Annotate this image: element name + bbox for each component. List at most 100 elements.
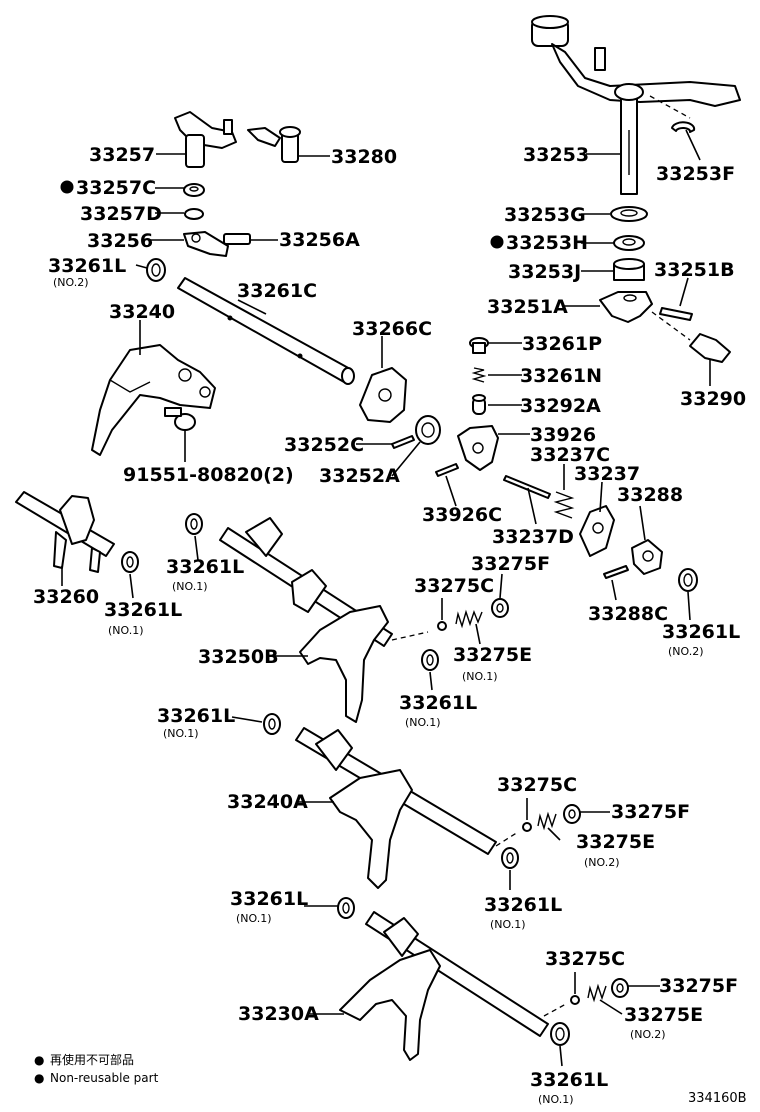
- label-33292A: 33292A: [520, 395, 601, 417]
- shift-fork-33240: [91, 344, 216, 456]
- bushing-33261L-a: [146, 258, 166, 282]
- label-no1-f: (NO.1): [405, 716, 441, 729]
- label-33253F: 33253F: [656, 163, 735, 185]
- shift-fork-33250B: [219, 517, 429, 723]
- reference-number: 334160B: [688, 1091, 747, 1106]
- label-91551-80820: 91551-80820(2): [123, 464, 294, 486]
- bushing-33253J: [613, 258, 645, 281]
- label-33253G: 33253G: [504, 204, 586, 226]
- spring-33261N: [471, 367, 487, 383]
- label-33260: 33260: [33, 586, 99, 608]
- shift-head-33260: [15, 491, 115, 573]
- bushing-33261L-b: [121, 551, 139, 573]
- legend: ● 再使用不可部品 ● Non-reusable part: [34, 1052, 159, 1085]
- plug-33261P: [469, 337, 489, 354]
- bushing-33261L-d: [678, 568, 698, 592]
- ball-33275C-a: [437, 621, 447, 631]
- label-33237: 33237: [574, 463, 640, 485]
- bushing-33261L-i: [501, 847, 519, 869]
- bolt-91551-80820: [164, 407, 196, 431]
- label-33261L-c: 33261L: [166, 556, 244, 578]
- label-no1-c: (NO.1): [172, 580, 208, 593]
- washer-33253G: [610, 206, 648, 222]
- label-33926: 33926: [530, 424, 596, 446]
- label-33257D: 33257D: [80, 203, 162, 225]
- washer-33257D: [184, 208, 204, 220]
- bushing-33261L-j: [337, 897, 355, 919]
- label-no2-a: (NO.2): [53, 276, 89, 289]
- label-33256A: 33256A: [279, 229, 360, 251]
- label-33237C: 33237C: [530, 444, 610, 466]
- label-33261L-g: 33261L: [157, 705, 235, 727]
- shift-inner-lever-33253: [531, 15, 741, 195]
- lever-33257: [174, 111, 237, 168]
- label-33261N: 33261N: [520, 365, 602, 387]
- non-reusable-mark-33253H: [490, 235, 504, 249]
- label-33261L-i: 33261L: [484, 894, 562, 916]
- label-33261L-l: 33261L: [530, 1069, 608, 1091]
- pin-33280: [247, 126, 301, 163]
- label-33275F-a: 33275F: [471, 553, 550, 575]
- bushing-33261L-c: [185, 513, 203, 535]
- label-33230A: 33230A: [238, 1003, 319, 1025]
- snap-ring-33253F: [671, 121, 696, 133]
- label-33288C: 33288C: [588, 603, 668, 625]
- legend-bullet-jp: ●: [34, 1053, 44, 1067]
- label-no1-g: (NO.1): [163, 727, 199, 740]
- leader-lines: [61, 129, 711, 1067]
- lever-33237: [579, 505, 615, 557]
- label-no1-b: (NO.1): [108, 624, 144, 637]
- label-33261L-d: 33261L: [662, 621, 740, 643]
- lever-33266C: [359, 367, 407, 423]
- label-33275C-c: 33275C: [545, 948, 625, 970]
- label-33275F-b: 33275F: [611, 801, 690, 823]
- spring-33275E-c: [587, 983, 607, 1003]
- label-33240A: 33240A: [227, 791, 308, 813]
- shift-fork-33240A: [295, 727, 519, 889]
- ball-33292A: [472, 394, 486, 415]
- pin-33288C: [603, 565, 629, 579]
- nut-33257C: [183, 183, 205, 197]
- label-33275E-a: 33275E: [453, 644, 532, 666]
- part-labels: 33253 33253F 33257 33280 33257C 33257D 3…: [33, 144, 746, 1106]
- label-33252C: 33252C: [284, 434, 364, 456]
- label-33256: 33256: [87, 230, 153, 252]
- label-no1-i: (NO.1): [490, 918, 526, 931]
- pin-33251B: [659, 307, 693, 321]
- label-33288: 33288: [617, 484, 683, 506]
- shaft-33261C: [177, 277, 355, 385]
- label-33252A: 33252A: [319, 465, 400, 487]
- plug-33275F-c: [611, 978, 629, 998]
- pin-33252C: [391, 435, 415, 449]
- legend-bullet-en: ●: [34, 1071, 44, 1085]
- legend-text-en: Non-reusable part: [50, 1071, 159, 1085]
- label-33261L-f: 33261L: [399, 692, 477, 714]
- non-reusable-mark-33257C: [60, 180, 74, 194]
- label-33257: 33257: [89, 144, 155, 166]
- label-33237D: 33237D: [492, 526, 574, 548]
- label-33253J: 33253J: [508, 261, 581, 283]
- label-33253H: 33253H: [506, 232, 588, 254]
- label-33261P: 33261P: [522, 333, 602, 355]
- link-33252A: [415, 415, 441, 445]
- label-33926C: 33926C: [422, 504, 502, 526]
- bushing-33261L-f: [421, 649, 439, 671]
- ball-33275C-c: [570, 995, 580, 1005]
- label-33266C: 33266C: [352, 318, 432, 340]
- label-33261L-b: 33261L: [104, 599, 182, 621]
- label-33280: 33280: [331, 146, 397, 168]
- plug-33290: [689, 333, 731, 363]
- spring-33237C: [553, 491, 575, 519]
- label-33251A: 33251A: [487, 296, 568, 318]
- label-33275C-a: 33275C: [414, 575, 494, 597]
- shift-fork-33230A: [339, 911, 567, 1061]
- lever-33251A: [599, 291, 653, 323]
- label-33253: 33253: [523, 144, 589, 166]
- label-no1-l: (NO.1): [538, 1093, 574, 1106]
- seal-33253H: [613, 235, 645, 251]
- pin-33926C: [435, 463, 459, 477]
- bolt-33256A: [223, 233, 251, 245]
- ball-33275C-b: [522, 822, 532, 832]
- label-no1-j: (NO.1): [236, 912, 272, 925]
- label-33250B: 33250B: [198, 646, 279, 668]
